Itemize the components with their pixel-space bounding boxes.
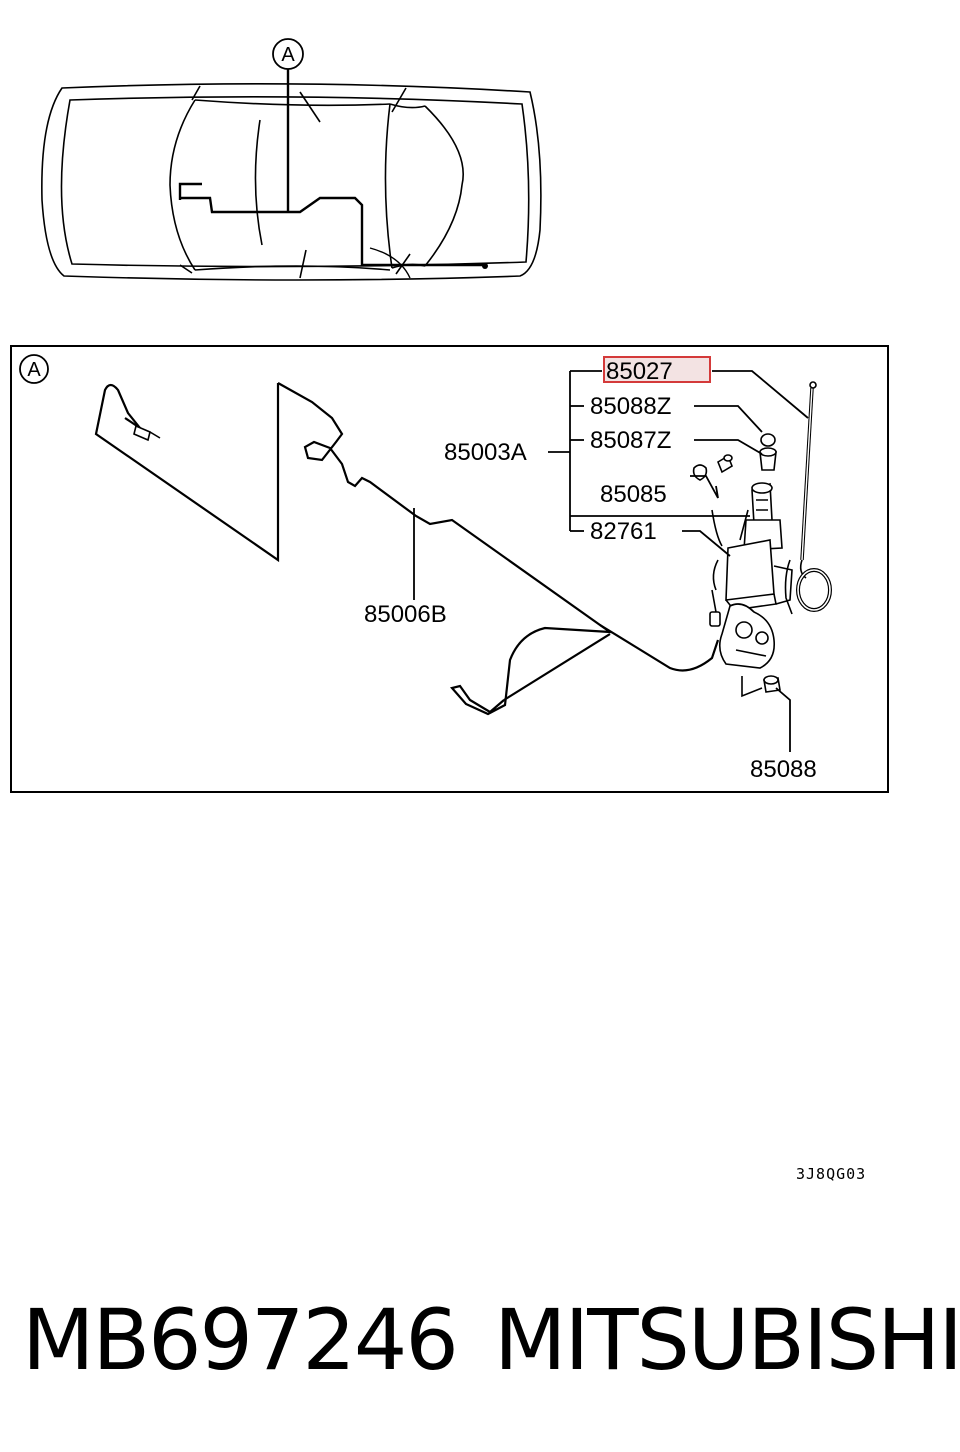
- highlight-box: [603, 356, 711, 383]
- label-85088Z: 85088Z: [590, 393, 671, 420]
- overview-callout-circle: [272, 38, 304, 70]
- label-85027: 85027: [606, 358, 673, 385]
- overview-callout-letter: A: [281, 44, 295, 66]
- detail-callout-circle: [19, 354, 49, 384]
- overview-cable-route: [178, 66, 485, 267]
- detail-frame: [10, 345, 889, 793]
- label-82761: 82761: [590, 518, 657, 545]
- detail-callout-letter: A: [27, 359, 41, 381]
- label-85006B: 85006B: [364, 601, 447, 628]
- drawing-code: 3J8QG03: [796, 1165, 866, 1183]
- cable-connector: [133, 424, 161, 442]
- brand-name: MITSUBISHI: [494, 1291, 960, 1389]
- antenna-assembly: [709, 381, 832, 698]
- label-85088: 85088: [750, 756, 817, 783]
- leader-lines: [413, 370, 809, 752]
- label-85085: 85085: [600, 481, 667, 508]
- part-number: MB697246: [22, 1291, 459, 1389]
- footer: MB697246 MITSUBISHI: [0, 1290, 960, 1390]
- overview-wheel-arc: [369, 247, 411, 279]
- car-overview: [41, 83, 542, 281]
- antenna-cable: [94, 382, 720, 716]
- overview-antenna-point: [482, 263, 488, 269]
- label-85003A: 85003A: [444, 439, 527, 466]
- label-85087Z: 85087Z: [590, 427, 671, 454]
